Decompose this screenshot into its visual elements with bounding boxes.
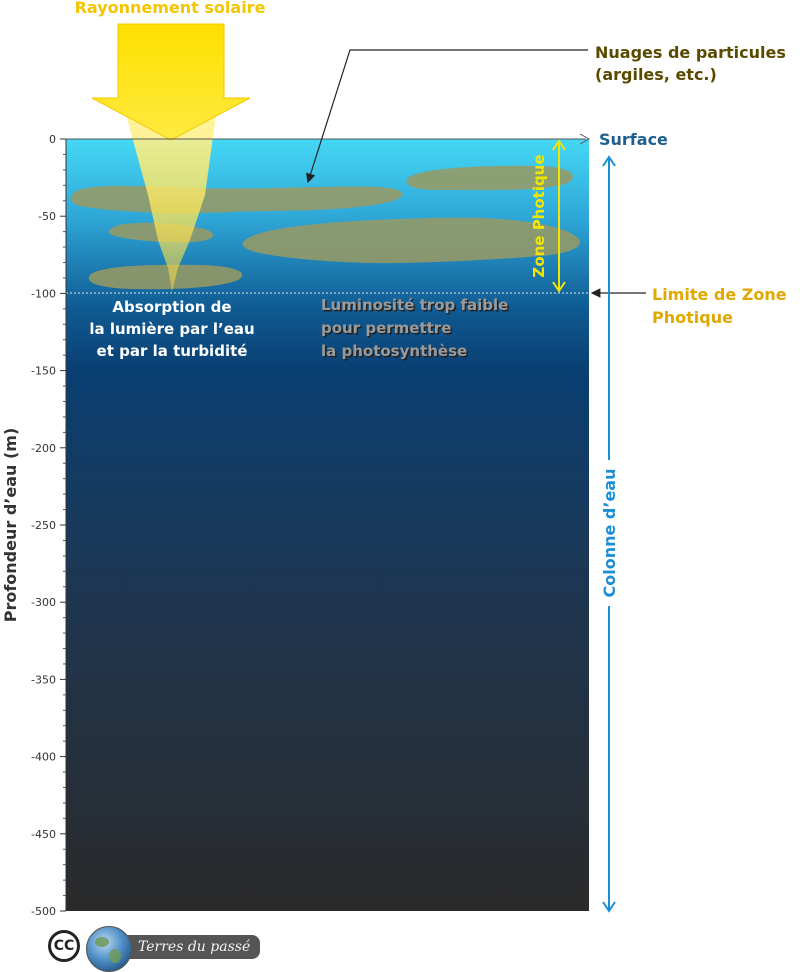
y-tick-label: 0	[49, 133, 56, 146]
logo-text: Terres du passé	[120, 935, 261, 959]
water-column-label: Colonne d’eau	[600, 469, 619, 598]
particles-label-line1: Nuages de particules	[595, 43, 786, 62]
low-light-line3: la photosynthèse	[321, 342, 467, 360]
particle-cloud	[242, 217, 581, 264]
surface-label: Surface	[599, 130, 668, 149]
absorption-line1: Absorption de	[112, 298, 231, 316]
y-axis-label: Profondeur d’eau (m)	[1, 428, 20, 623]
y-tick-label: -50	[38, 210, 56, 223]
y-tick-label: -200	[31, 442, 56, 455]
particles-label-line2: (argiles, etc.)	[595, 65, 717, 84]
y-tick-label: -500	[31, 905, 56, 918]
y-tick-label: -150	[31, 365, 56, 378]
particle-cloud	[406, 165, 573, 191]
absorption-line3: et par la turbidité	[97, 342, 248, 360]
photic-zone-label: Zone Photique	[530, 154, 548, 277]
sun-label: Rayonnement solaire	[75, 0, 266, 17]
minor-ticks	[63, 153, 66, 897]
low-light-shadow-line2: pour permettre	[323, 321, 453, 339]
surface-arrowhead	[579, 133, 591, 145]
absorption-text: Absorption de la lumière par l’eau et pa…	[89, 298, 254, 360]
sun-arrow	[91, 23, 251, 141]
light-beam	[122, 100, 218, 292]
y-tick-label: -300	[31, 596, 56, 609]
y-tick-label: -250	[31, 519, 56, 532]
major-ticks: 0 -50 -100 -150 -200 -250 -300 -350 -400 -450 -500	[31, 133, 66, 918]
y-tick-label: -100	[31, 287, 56, 300]
low-light-shadow-line3: la photosynthèse	[323, 344, 469, 362]
photic-limit-label-line2: Photique	[652, 308, 733, 327]
terres-du-passe-logo: Terres du passé CC	[48, 926, 278, 972]
cc-icon: CC	[48, 930, 80, 962]
y-tick-label: -450	[31, 828, 56, 841]
particles-pointer	[305, 49, 588, 184]
particle-cloud	[88, 264, 243, 290]
low-light-text: Luminosité trop faible pour permettre la…	[321, 296, 510, 362]
low-light-line2: pour permettre	[321, 319, 451, 337]
photic-zone-arrow	[552, 139, 566, 293]
y-tick-label: -350	[31, 673, 56, 686]
low-light-line1: Luminosité trop faible	[321, 296, 508, 314]
water-column-arrow	[602, 155, 616, 913]
photic-limit-label-line1: Limite de Zone	[652, 285, 787, 304]
absorption-line2: la lumière par l’eau	[89, 320, 254, 338]
globe-icon	[86, 926, 132, 972]
low-light-shadow-line1: Luminosité trop faible	[323, 298, 510, 316]
y-tick-label: -400	[31, 751, 56, 764]
